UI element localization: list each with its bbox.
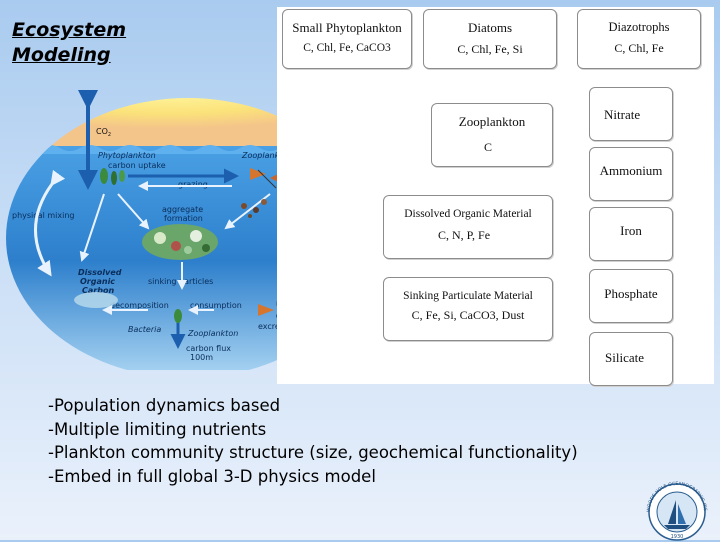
title-line-2: Modeling xyxy=(12,44,111,66)
box-elements: C, Fe, Si, CaCO3, Dust xyxy=(411,308,525,322)
consumption-label: consumption xyxy=(190,301,242,310)
ammonium-box: Ammonium xyxy=(589,147,673,201)
nitrate-box: Nitrate xyxy=(589,87,673,141)
box-name: Phosphate xyxy=(604,286,658,301)
doc-icon xyxy=(74,292,118,308)
co2-label: CO2 xyxy=(96,127,111,138)
box-elements: C xyxy=(484,140,493,154)
detritus-icon xyxy=(241,199,267,218)
diatoms-box: Diatoms C, Chl, Fe, Si xyxy=(423,9,557,69)
box-name: Ammonium xyxy=(599,163,663,178)
slide-title: Ecosystem Modeling xyxy=(12,18,182,68)
box-name: Diatoms xyxy=(467,20,513,35)
box-name: Iron xyxy=(620,223,642,238)
zooplankton-bottom-label: Zooplankton xyxy=(187,329,238,338)
logo-year: 1930 xyxy=(671,534,684,540)
bullet-item: -Embed in full global 3-D physics model xyxy=(48,466,376,486)
box-name: Nitrate xyxy=(604,107,641,122)
dissolved-organic-material-box: Dissolved Organic Material C, N, P, Fe xyxy=(383,195,553,259)
phosphate-box: Phosphate xyxy=(589,269,673,323)
zooplankton-bottom-icon xyxy=(174,304,274,323)
aggregate-label-2: formation xyxy=(164,214,203,223)
excretion-bottom-label: excretion xyxy=(258,322,295,331)
decomposition-label: decomposition xyxy=(110,301,169,310)
aggregate-icon xyxy=(142,224,218,260)
doc-label-3: Carbon xyxy=(82,286,114,295)
small-phytoplankton-box: Small Phytoplankton C, Chl, Fe, CaCO3 xyxy=(282,9,412,69)
carbon-uptake-label: carbon uptake xyxy=(108,161,166,170)
iron-box: Iron xyxy=(589,207,673,261)
silicate-box: Silicate xyxy=(589,332,673,386)
doc-label-2: Organic xyxy=(80,277,115,286)
bullet-item: -Multiple limiting nutrients xyxy=(48,419,267,439)
diazotrophs-box: Diazotrophs C, Chl, Fe xyxy=(577,9,701,69)
box-elements: C, N, P, Fe xyxy=(438,228,491,242)
box-name: Zooplankton xyxy=(458,114,526,129)
phytoplankton-label: Phytoplankton xyxy=(98,151,156,160)
box-name: Silicate xyxy=(605,350,644,365)
bacteria-label: Bacteria xyxy=(128,325,161,334)
carbon-flux-label-1: carbon flux xyxy=(186,344,231,353)
grazing-label: grazing xyxy=(178,180,208,189)
box-name: Sinking Particulate Material xyxy=(403,290,533,302)
bullet-item: -Plankton community structure (size, geo… xyxy=(48,443,578,462)
physical-mixing-label: physical mixing xyxy=(12,211,74,220)
carbon-flux-label-2: 100m xyxy=(190,353,213,362)
zooplankton-top-label: Zooplankton xyxy=(241,151,292,160)
phytoplankton-icon xyxy=(100,168,125,185)
whoi-logo-icon: WOODS HOLE OCEANOGRAPHIC INSTITUTION 193… xyxy=(638,480,708,541)
doc-label-1: Dissolved xyxy=(78,268,122,277)
box-name: Diazotrophs xyxy=(608,20,670,34)
box-elements: C, Chl, Fe xyxy=(614,41,664,55)
sinking-particles-label: sinking particles xyxy=(148,277,213,286)
box-name: Small Phytoplankton xyxy=(292,20,402,35)
box-elements: C, Chl, Fe, CaCO3 xyxy=(303,42,391,54)
zooplankton-box: Zooplankton C xyxy=(431,103,553,167)
model-panel: Small Phytoplankton C, Chl, Fe, CaCO3 Di… xyxy=(277,7,714,386)
bullet-item: -Population dynamics based xyxy=(48,396,281,415)
box-name: Dissolved Organic Material xyxy=(404,208,532,220)
box-elements: C, Chl, Fe, Si xyxy=(457,42,523,56)
sinking-particulate-material-box: Sinking Particulate Material C, Fe, Si, … xyxy=(383,277,553,341)
aggregate-label-1: aggregate xyxy=(162,205,203,214)
title-line-1: Ecosystem xyxy=(12,19,127,41)
bullet-list: -Population dynamics based -Multiple lim… xyxy=(48,394,688,488)
